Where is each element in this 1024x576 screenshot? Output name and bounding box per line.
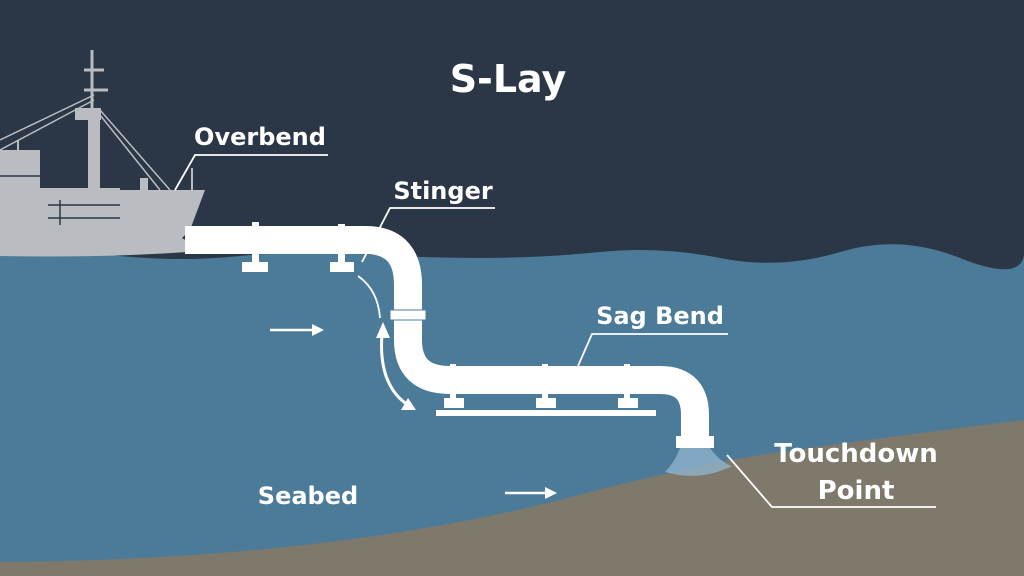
label-touchdown-line2: Point — [818, 476, 895, 506]
diagram-title: S-Lay — [450, 57, 567, 101]
label-stinger: Stinger — [393, 177, 493, 205]
leader-lines — [174, 154, 936, 508]
pipelay-vessel — [0, 50, 205, 257]
curved-double-arrow — [376, 322, 416, 410]
label-seabed: Seabed — [258, 482, 358, 510]
seabed-ground — [0, 420, 1024, 576]
flow-arrow-upper — [270, 324, 324, 336]
flow-arrow-lower — [505, 487, 557, 499]
label-touchdown-line1: Touchdown — [774, 439, 938, 469]
pipe-end-collar — [676, 436, 714, 448]
label-sag-bend: Sag Bend — [596, 302, 724, 330]
touchdown-glow — [665, 448, 732, 476]
pipe-collar — [389, 309, 427, 321]
label-overbend: Overbend — [194, 123, 326, 151]
pipeline — [185, 226, 709, 440]
